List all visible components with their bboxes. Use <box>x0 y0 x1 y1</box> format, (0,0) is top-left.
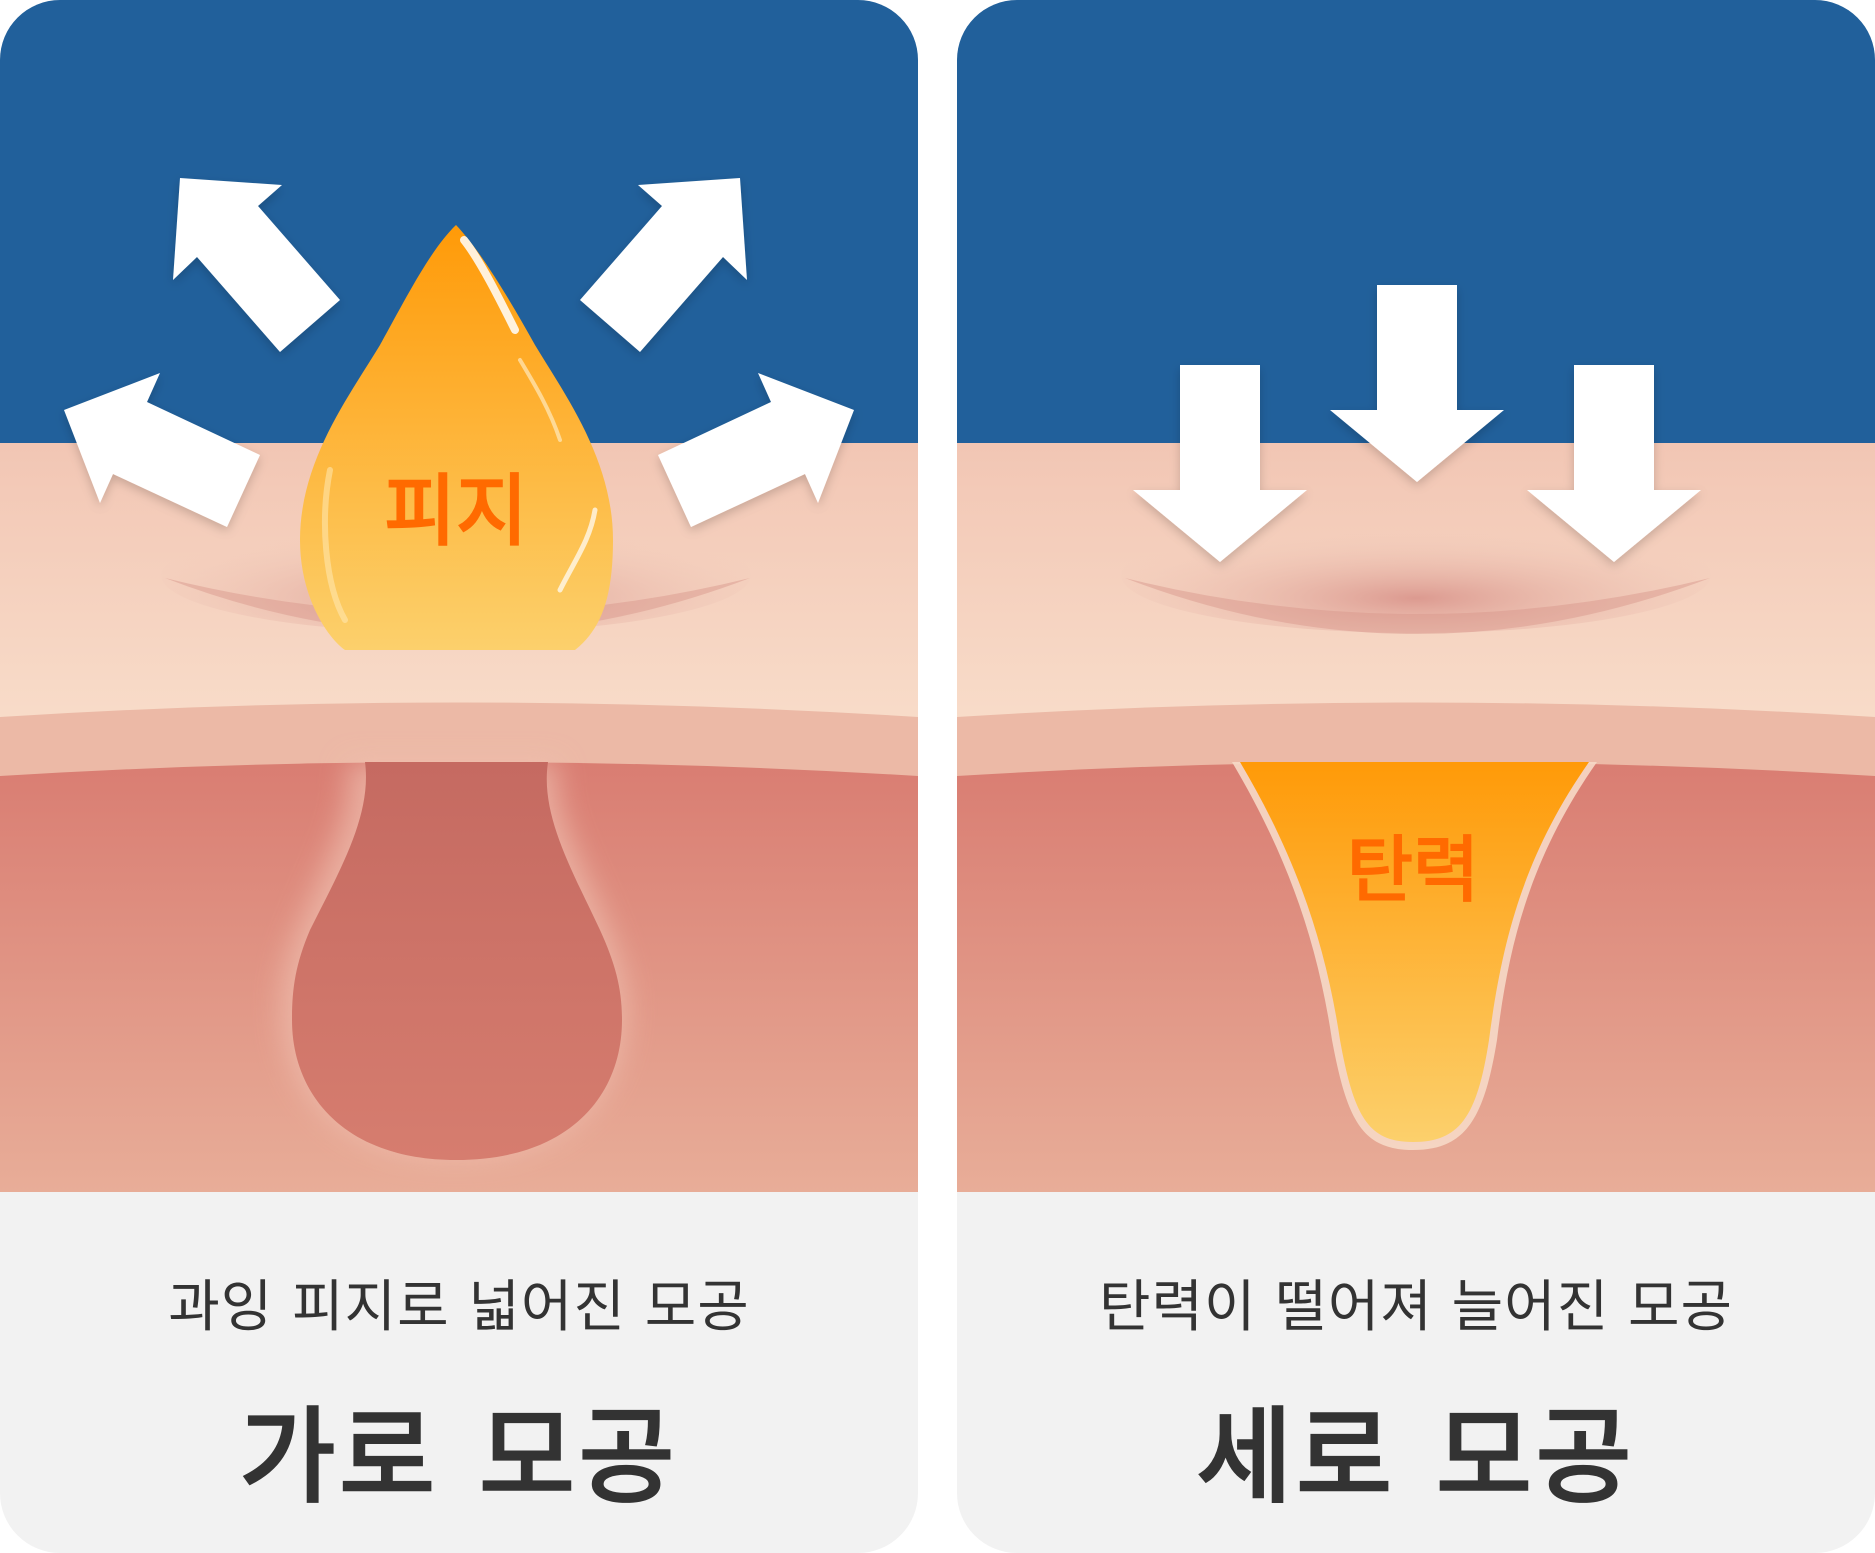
pore-opening <box>1121 517 1711 633</box>
pore-opening-edge <box>1125 578 1710 634</box>
panel-subtitle: 과잉 피지로 넓어진 모공 <box>168 1275 750 1340</box>
horizontal-pore-panel: 피지 과잉 피지로 넓어진 모공 가로 모공 <box>0 0 918 1553</box>
panel-title: 세로 모공 <box>1196 1396 1636 1518</box>
elasticity-funnel <box>1240 762 1589 1142</box>
down-arrow-icon <box>1133 285 1701 562</box>
elasticity-label: 탄력 <box>1347 828 1479 912</box>
panel-subtitle: 탄력이 떨어져 늘어진 모공 <box>1098 1275 1734 1340</box>
skin-boundary-band <box>957 702 1875 780</box>
vertical-pore-panel: 탄력 탄력이 떨어져 늘어진 모공 세로 모공 <box>957 0 1875 1553</box>
outward-arrow-icon <box>64 178 854 527</box>
skin-boundary-band <box>0 702 918 780</box>
pore-opening-edge <box>165 578 750 634</box>
sebum-drop <box>300 225 613 650</box>
vertical-pore-illustration: 탄력 <box>957 0 1875 1192</box>
panel-title: 가로 모공 <box>239 1396 679 1518</box>
sebum-label: 피지 <box>384 467 528 557</box>
horizontal-pore-illustration: 피지 <box>0 0 918 1192</box>
enlarged-pore <box>292 762 622 1160</box>
